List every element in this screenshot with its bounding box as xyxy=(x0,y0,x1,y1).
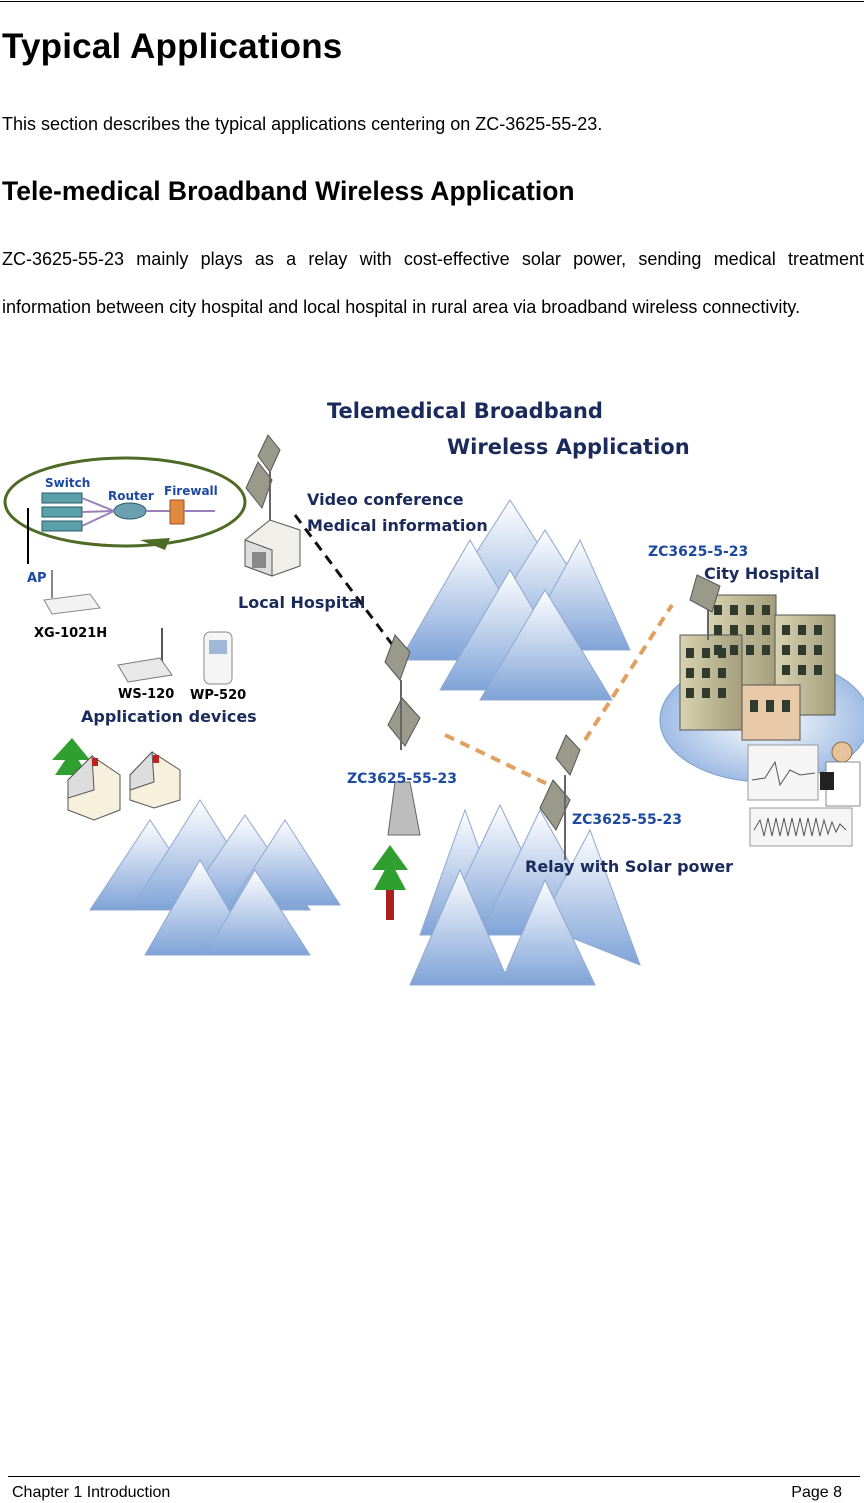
mountains-right-top xyxy=(399,499,631,701)
ws-device-icon xyxy=(117,628,173,683)
city-antenna xyxy=(689,574,721,640)
wp-label: WP-520 xyxy=(190,688,246,703)
local-hospital-label: Local Hospital xyxy=(238,593,365,612)
mid-tower xyxy=(384,634,421,836)
city-hospital-label: City Hospital xyxy=(704,564,820,583)
rural-houses xyxy=(52,738,181,821)
link-local-to-mid xyxy=(293,514,402,656)
relay-device-label: ZC3625-55-23 xyxy=(572,812,682,828)
wp-phone-icon xyxy=(203,631,233,685)
video-conference-label: Video conference xyxy=(307,490,464,509)
city-device-label: ZC3625-5-23 xyxy=(648,544,748,560)
link-relay-to-city xyxy=(583,603,674,742)
ap-device-icon xyxy=(43,570,101,615)
mid-tree xyxy=(372,845,408,920)
figure-title-line1: Telemedical Broadband xyxy=(327,399,603,423)
mountains-bottom-left xyxy=(89,799,341,956)
top-rule xyxy=(0,1,864,2)
relay-label: Relay with Solar power xyxy=(525,857,733,876)
network-callout xyxy=(3,456,247,564)
footer-chapter: Chapter 1 Introduction xyxy=(12,1484,171,1501)
footer-page-number: Page 8 xyxy=(791,1484,842,1501)
mid-device-label: ZC3625-55-23 xyxy=(347,771,457,787)
router-label: Router xyxy=(108,489,154,503)
ap-label: AP xyxy=(27,571,47,586)
switch-label: Switch xyxy=(45,476,90,490)
firewall-label: Firewall xyxy=(164,484,218,498)
medical-information-label: Medical information xyxy=(307,516,488,535)
medical-charts xyxy=(747,744,853,847)
page-heading: Typical Applications xyxy=(2,27,343,66)
application-devices-label: Application devices xyxy=(81,707,257,726)
body-paragraph: ZC-3625-55-23 mainly plays as a relay wi… xyxy=(2,249,864,317)
link-mid-to-relay xyxy=(444,733,561,792)
telemedical-diagram: Telemedical Broadband Wireless Applicati… xyxy=(3,399,864,986)
footer-rule xyxy=(8,1476,860,1477)
figure-title-line2: Wireless Application xyxy=(447,435,690,459)
xg-label: XG-1021H xyxy=(34,626,107,641)
intro-text: This section describes the typical appli… xyxy=(2,114,603,134)
local-antennas xyxy=(245,434,281,525)
city-buildings xyxy=(679,594,836,741)
doctor-figure xyxy=(820,741,861,807)
local-hospital-building xyxy=(244,519,301,577)
ws-label: WS-120 xyxy=(118,687,174,702)
mountains-bottom-center xyxy=(409,803,641,986)
relay-tower xyxy=(539,734,581,860)
section-heading: Tele-medical Broadband Wireless Applicat… xyxy=(2,176,575,206)
